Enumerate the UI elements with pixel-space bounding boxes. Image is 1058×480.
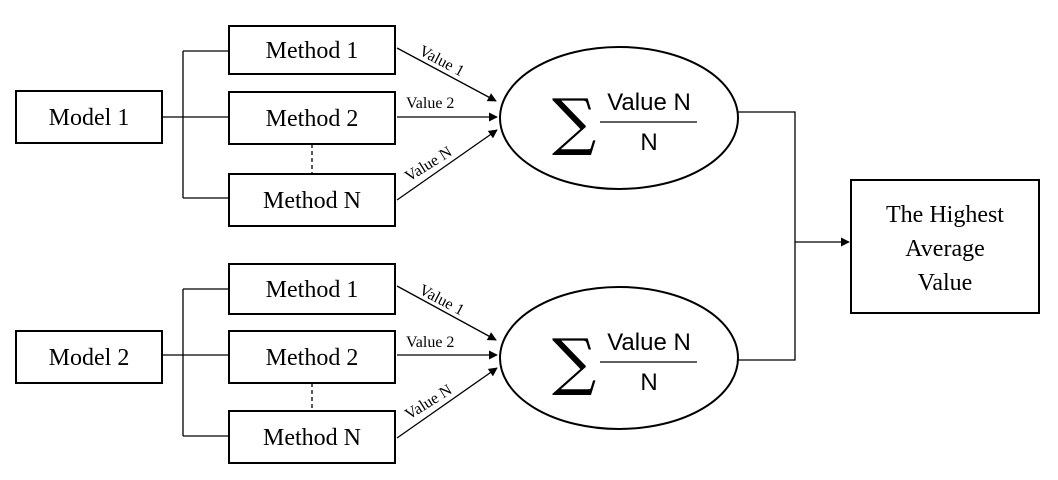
group-2-method-1-label: Method 1 — [266, 277, 359, 303]
model-2-label: Model 2 — [49, 345, 130, 371]
merge-connector — [738, 111, 796, 361]
group-1-method-n-label: Method N — [263, 188, 361, 214]
group-1-arrow-value-n — [396, 129, 498, 201]
model-1-box — [15, 90, 163, 144]
result-line-3: Value — [918, 270, 973, 296]
group-2-average-ellipse — [499, 286, 739, 430]
result-group: The Highest Average Value — [850, 179, 1040, 314]
group-1-method-1-label: Method 1 — [266, 38, 359, 64]
group-1-average-ellipse — [499, 46, 739, 190]
group-2-arrow-value-1 — [396, 285, 497, 341]
group-1-method-2-label: Method 2 — [266, 106, 359, 132]
group-2-method-1-box — [228, 263, 396, 315]
group-1-value-2-label: Value 2 — [406, 95, 454, 112]
result-line-2: Average — [905, 236, 985, 262]
group-2-arrow-value-n — [396, 367, 498, 439]
group-1-method-1-box — [228, 25, 396, 75]
model-1-branch-connector — [162, 50, 229, 199]
model-2-group: Model 2 Method 1 Method 2 Method N Value… — [15, 263, 739, 464]
result-line-1: The Highest — [886, 202, 1004, 228]
group-1-formula-denominator: N — [640, 129, 657, 156]
group-1-arrow-value-1 — [396, 47, 497, 102]
model-2-box — [15, 330, 163, 384]
group-2-formula-numerator: Value N — [607, 329, 691, 356]
group-1-method-n-box — [228, 173, 396, 227]
model-1-group: Model 1 Method 1 Method 2 Method N Value… — [15, 25, 739, 227]
model-2-branch-connector — [162, 288, 229, 437]
group-2-method-2-label: Method 2 — [266, 345, 359, 371]
group-1-sigma-symbol: ∑ — [552, 85, 596, 158]
group-2-value-1-label: Value 1 — [416, 282, 467, 320]
model-1-label: Model 1 — [49, 105, 130, 131]
group-1-value-1-label: Value 1 — [416, 43, 467, 81]
group-2-sigma-symbol: ∑ — [552, 325, 596, 398]
group-1-formula-numerator: Value N — [607, 89, 691, 116]
group-2-value-2-label: Value 2 — [406, 334, 454, 351]
group-2-formula-denominator: N — [640, 369, 657, 396]
group-2-method-n-label: Method N — [263, 425, 361, 451]
group-2-method-n-box — [228, 410, 396, 464]
result-box — [850, 179, 1040, 314]
